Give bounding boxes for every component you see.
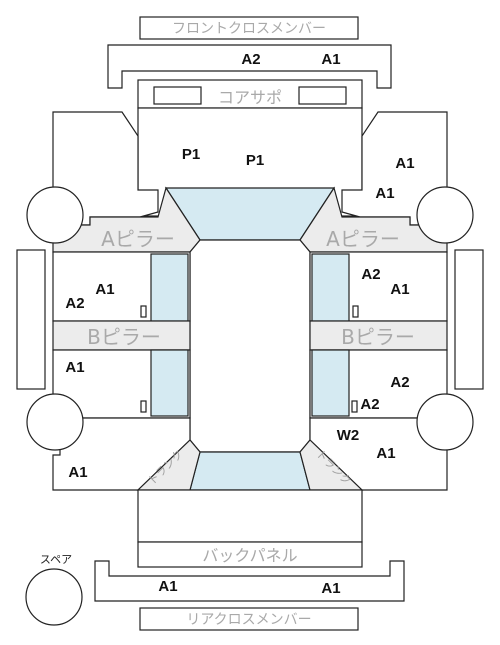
a-pillar-left-label: Aピラー bbox=[101, 227, 175, 251]
trunk-lid[interactable] bbox=[137, 489, 363, 543]
code-rear-member-left: A1 bbox=[158, 578, 177, 595]
rear-window[interactable] bbox=[189, 451, 311, 491]
back-panel-label: バックパネル bbox=[202, 546, 297, 565]
code-right-fender-bottom: A1 bbox=[375, 185, 394, 202]
code-rear-member-right: A1 bbox=[321, 580, 340, 597]
code-right-rear-door-a2-top: A2 bbox=[390, 374, 409, 391]
rear-cross-member-label-box[interactable] bbox=[139, 607, 359, 631]
code-right-rear-door-a2-bottom: A2 bbox=[360, 396, 379, 413]
right-front-door-handle bbox=[352, 305, 359, 318]
left-rear-window[interactable] bbox=[150, 349, 189, 417]
code-left-rear-door: A1 bbox=[65, 359, 84, 376]
code-right-quarter-a1: A1 bbox=[376, 445, 395, 462]
core-support-left-slot bbox=[153, 86, 202, 105]
code-front-member-left: A2 bbox=[241, 51, 260, 68]
left-rear-door-handle bbox=[140, 400, 147, 413]
code-right-quarter-w2: W2 bbox=[337, 427, 360, 444]
front-cross-member-label: フロントクロスメンバー bbox=[172, 21, 326, 37]
b-pillar-right[interactable] bbox=[309, 320, 448, 351]
b-pillar-left-label: Bピラー bbox=[87, 325, 161, 349]
left-rear-wheel[interactable] bbox=[26, 393, 84, 451]
b-pillar-right-label: Bピラー bbox=[341, 325, 415, 349]
core-support-label: コアサポ bbox=[218, 88, 282, 107]
right-front-window[interactable] bbox=[311, 253, 350, 322]
right-rear-wheel[interactable] bbox=[416, 393, 474, 451]
b-pillar-left[interactable] bbox=[52, 320, 191, 351]
right-rocker-panel[interactable] bbox=[454, 249, 484, 390]
front-cross-member-label-box[interactable] bbox=[139, 16, 359, 40]
rear-cross-member[interactable] bbox=[94, 560, 405, 602]
code-left-front-door-a2: A2 bbox=[65, 295, 84, 312]
code-core-left: P1 bbox=[182, 146, 200, 163]
rear-cross-member-label: リアクロスメンバー bbox=[186, 612, 311, 628]
code-right-fender-top: A1 bbox=[395, 155, 414, 172]
right-rear-window[interactable] bbox=[311, 349, 350, 417]
code-right-front-door-a2: A2 bbox=[361, 266, 380, 283]
a-pillar-right-label: Aピラー bbox=[326, 227, 400, 251]
left-rocker-panel[interactable] bbox=[16, 249, 46, 390]
right-front-wheel[interactable] bbox=[416, 186, 474, 244]
code-right-front-door-a1: A1 bbox=[390, 281, 409, 298]
core-support-right-slot bbox=[298, 86, 347, 105]
back-panel[interactable] bbox=[137, 541, 363, 568]
code-left-front-door-a1: A1 bbox=[95, 281, 114, 298]
roof[interactable] bbox=[189, 239, 311, 453]
left-front-window[interactable] bbox=[150, 253, 189, 322]
front-cross-member[interactable] bbox=[107, 44, 392, 89]
left-front-door-handle bbox=[140, 305, 147, 318]
right-rear-door-handle bbox=[351, 400, 358, 413]
code-front-member-right: A1 bbox=[321, 51, 340, 68]
left-front-wheel[interactable] bbox=[26, 186, 84, 244]
spare-label: スペア bbox=[40, 553, 72, 566]
code-left-quarter: A1 bbox=[68, 464, 87, 481]
spare-tire[interactable] bbox=[25, 568, 83, 626]
code-core-center: P1 bbox=[246, 152, 264, 169]
